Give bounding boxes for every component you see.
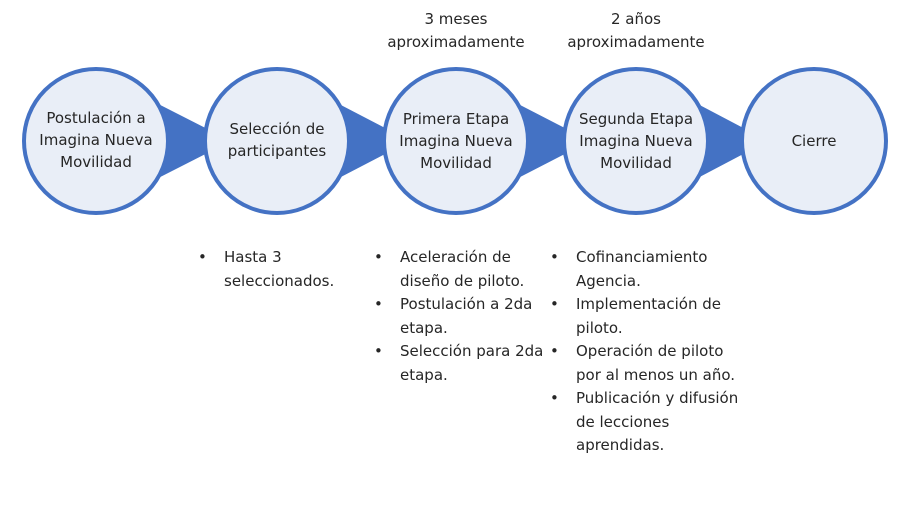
step-circle-seleccion bbox=[203, 67, 351, 215]
step-label-cierre: Cierre bbox=[791, 132, 837, 150]
bullet-item: Selección para 2da etapa. bbox=[374, 340, 549, 387]
duration-label-primera-etapa: 3 meses aproximadamente bbox=[387, 10, 525, 51]
bullet-item: Postulación a 2da etapa. bbox=[374, 293, 549, 340]
bullet-list-primera-etapa: Aceleración de diseño de piloto. Postula… bbox=[374, 246, 549, 387]
step-label-segunda-etapa: Segunda Etapa Imagina Nueva Movilidad bbox=[578, 110, 694, 172]
bullet-item: Cofinanciamiento Agencia. bbox=[550, 246, 745, 293]
bullet-item: Operación de piloto por al menos un año. bbox=[550, 340, 745, 387]
step-circle-primera-etapa bbox=[382, 67, 530, 215]
bullet-item: Hasta 3 seleccionados. bbox=[198, 246, 363, 293]
bullet-item: Publicación y difusión de lecciones apre… bbox=[550, 387, 745, 458]
bullet-item: Aceleración de diseño de piloto. bbox=[374, 246, 549, 293]
step-label-primera-etapa: Primera Etapa Imagina Nueva Movilidad bbox=[399, 110, 513, 172]
bullet-list-seleccion: Hasta 3 seleccionados. bbox=[198, 246, 363, 293]
step-label-seleccion: Selección de participantes bbox=[227, 120, 327, 160]
step-circle-postulacion bbox=[22, 67, 170, 215]
duration-label-segunda-etapa: 2 años aproximadamente bbox=[567, 10, 705, 51]
bullet-list-segunda-etapa: Cofinanciamiento Agencia. Implementación… bbox=[550, 246, 745, 458]
step-circle-cierre bbox=[740, 67, 888, 215]
step-label-postulacion: Postulación a Imagina Nueva Movilidad bbox=[39, 109, 153, 171]
step-circle-segunda-etapa bbox=[562, 67, 710, 215]
bullet-item: Implementación de piloto. bbox=[550, 293, 745, 340]
